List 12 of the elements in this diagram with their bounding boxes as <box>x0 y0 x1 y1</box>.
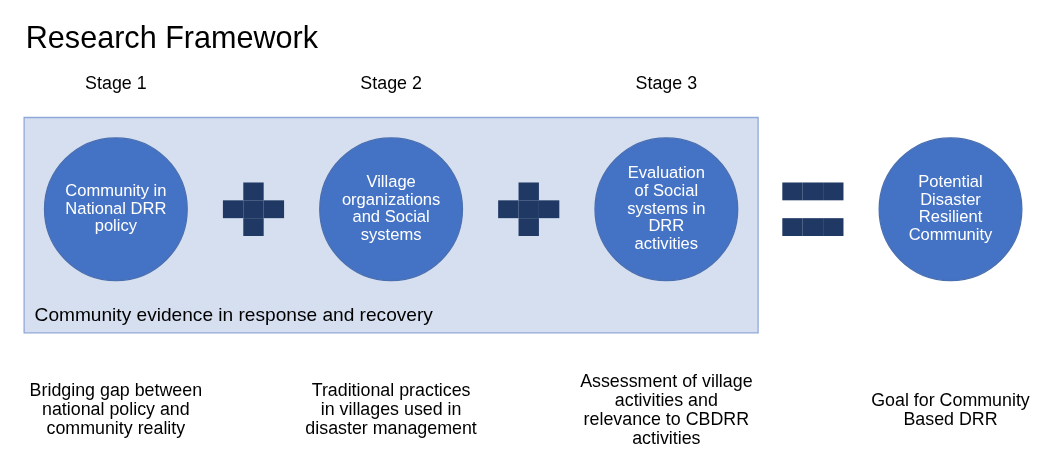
node-label: Stage 1 <box>85 73 147 94</box>
label: Traditional practices in villages used in disaster management <box>305 380 477 439</box>
node-label: Stage 3 <box>635 73 698 94</box>
node-label: Stage 2 <box>360 73 422 94</box>
label: Assessment of village activities and relevance to CBDRR activities <box>580 370 753 448</box>
label: Goal for Community Based DRR <box>871 389 1030 429</box>
node-circle: Evaluation of Social systems in DRR activities <box>594 137 739 282</box>
node-circle: Village organizations and Social systems <box>319 137 464 282</box>
label: Bridging gap between national policy and community reality <box>29 380 203 439</box>
node-circle: Potential Disaster Resilient Community <box>878 137 1023 282</box>
diagram-title: Research Framework <box>25 19 319 54</box>
node-circle: Community in National DRR policy <box>43 137 188 282</box>
